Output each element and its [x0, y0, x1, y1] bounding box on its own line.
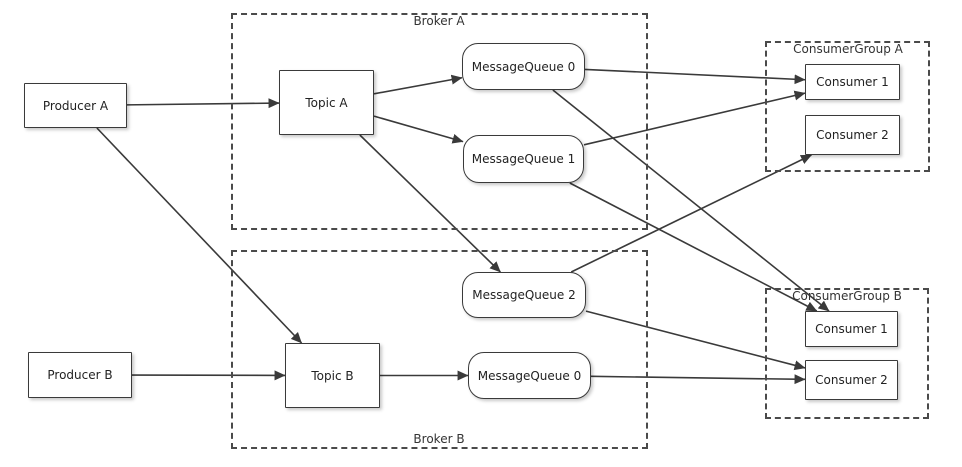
topic-a-label: Topic A: [305, 95, 348, 110]
consumer-group-a-label: ConsumerGroup A: [793, 42, 903, 56]
topic-b-box[interactable]: Topic B: [285, 343, 380, 408]
topic-b-label: Topic B: [311, 368, 354, 383]
broker-a-label: Broker A: [413, 14, 465, 28]
group-b-consumer-2-label: Consumer 2: [815, 373, 888, 387]
broker-a-group: [231, 13, 648, 230]
producer-b-box[interactable]: Producer B: [28, 352, 132, 398]
edge-topic-a-to-a-queue-0: [373, 74, 463, 95]
edge-topic-a-to-a-queue-1: [373, 115, 464, 144]
edge-a-queue-0-to-gb-consumer-1: [552, 89, 830, 312]
message-queue-1-box[interactable]: MessageQueue 1: [463, 135, 584, 183]
edge-b-queue-0-to-gb-consumer-2: [590, 374, 806, 385]
message-queue-1-label: MessageQueue 1: [471, 152, 576, 166]
producer-b-label: Producer B: [47, 368, 113, 382]
producer-a-box[interactable]: Producer A: [24, 83, 127, 128]
group-a-consumer-2-box[interactable]: Consumer 2: [805, 115, 900, 155]
edge-a-queue-0-to-ga-consumer-1: [584, 68, 806, 85]
topic-a-box[interactable]: Topic A: [279, 70, 374, 135]
group-b-consumer-1-box[interactable]: Consumer 1: [805, 311, 898, 347]
producer-a-label: Producer A: [42, 98, 109, 113]
message-queue-2-label: MessageQueue 2: [472, 288, 576, 302]
consumer-group-b: [765, 288, 929, 419]
edge-topic-a-to-a-queue-2: [359, 134, 501, 273]
group-a-consumer-1-label: Consumer 1: [816, 75, 889, 89]
edge-a-queue-1-to-ga-consumer-1: [583, 90, 806, 146]
broker-b-message-queue-0-box[interactable]: MessageQueue 0: [468, 352, 591, 399]
consumer-group-a: [765, 41, 930, 172]
broker-b-group: [231, 250, 648, 449]
message-queue-0-label: MessageQueue 0: [471, 59, 576, 74]
edge-a-queue-2-to-gb-consumer-2: [585, 310, 806, 371]
edge-producer-a-to-topic-a: [126, 98, 280, 109]
group-b-consumer-1-label: Consumer 1: [815, 322, 888, 336]
broker-b-message-queue-0-label: MessageQueue 0: [477, 368, 582, 383]
message-queue-0-box[interactable]: MessageQueue 0: [462, 43, 585, 90]
consumer-group-b-label: ConsumerGroup B: [792, 289, 902, 303]
edge-a-queue-2-to-ga-consumer-2: [570, 154, 812, 273]
message-queue-2-box[interactable]: MessageQueue 2: [462, 272, 586, 318]
edge-producer-a-to-topic-b: [96, 127, 303, 344]
broker-b-label: Broker B: [413, 432, 465, 446]
group-a-consumer-2-label: Consumer 2: [816, 128, 889, 142]
group-b-consumer-2-box[interactable]: Consumer 2: [805, 360, 898, 400]
group-a-consumer-1-box[interactable]: Consumer 1: [805, 64, 900, 100]
